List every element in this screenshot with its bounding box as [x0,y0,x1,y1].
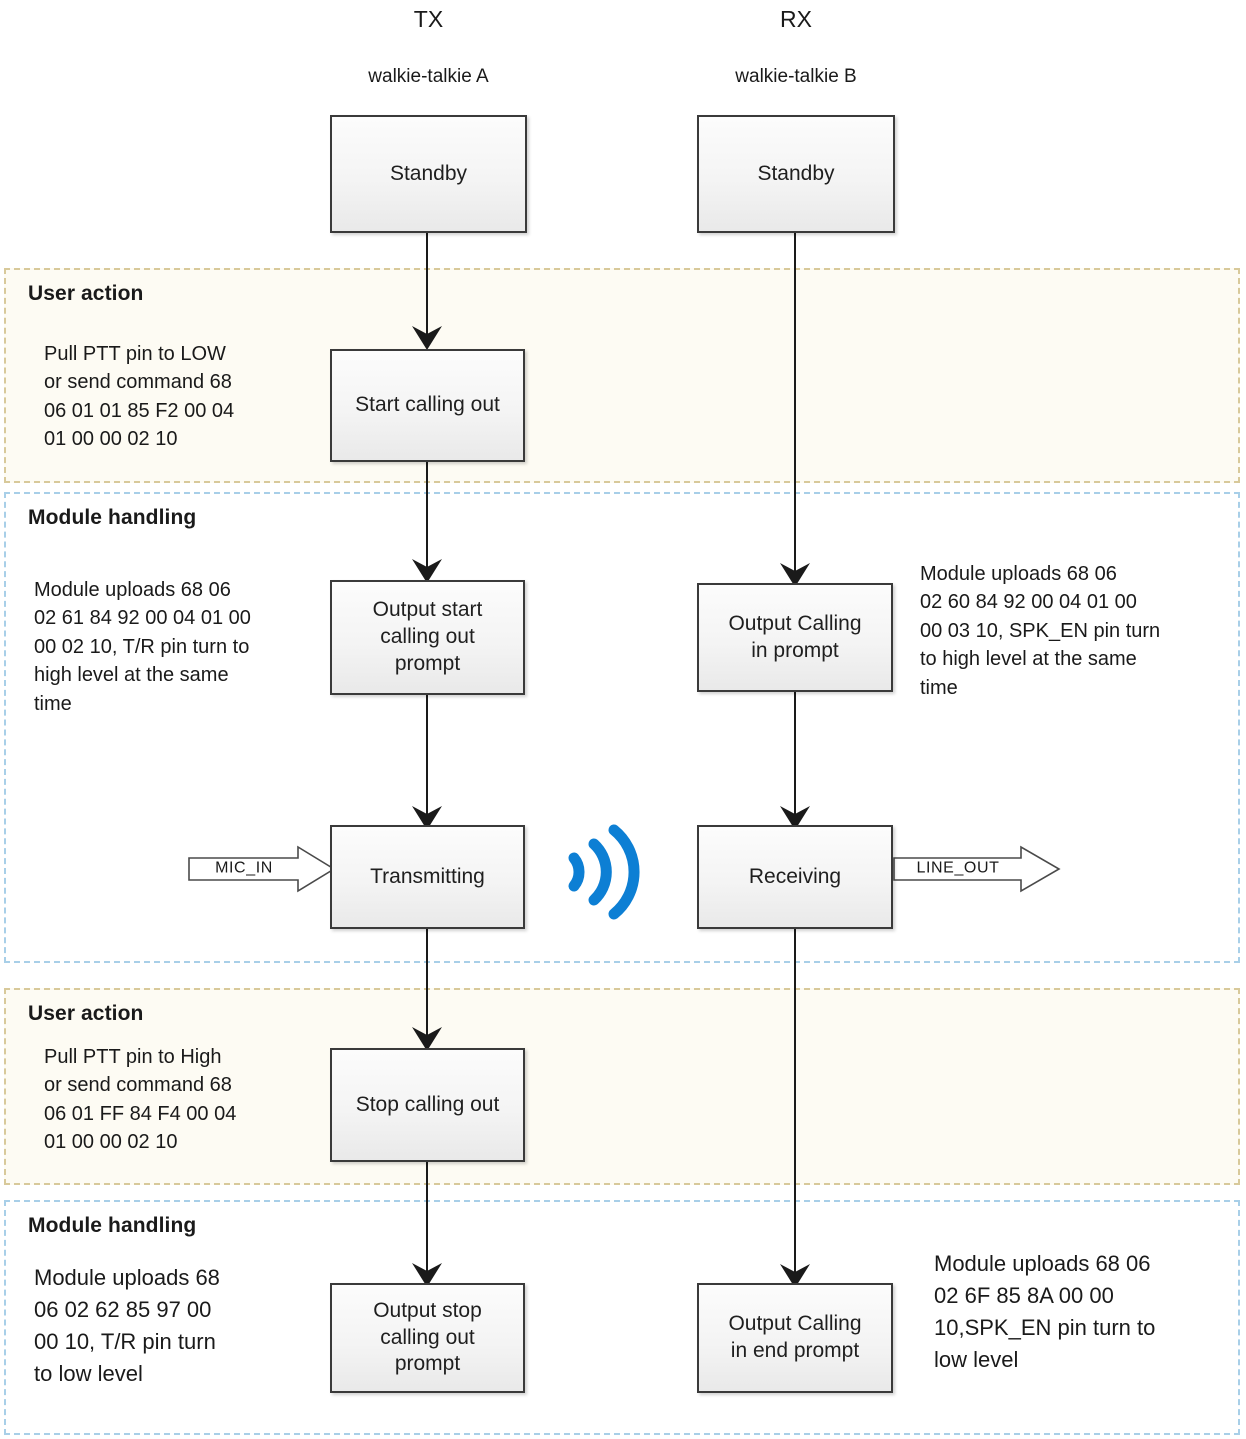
node-tx-output-start-prompt[interactable]: Output start calling out prompt [330,580,525,695]
block-arrow-mic-in: MIC_IN [188,845,336,893]
note-module-handling-2-left: Module uploads 68 06 02 62 85 97 00 00 1… [34,1265,220,1386]
connector-tx-outputstart-to-transmitting [426,695,428,825]
block-arrow-mic-in-label: MIC_IN [215,859,273,877]
band-title-module-handling-2: Module handling [28,1214,197,1237]
note-module-handling-1-left: Module uploads 68 06 02 61 84 92 00 04 0… [34,579,251,715]
node-rx-receiving[interactable]: Receiving [697,825,893,929]
band-module-handling-2: Module handling [4,1200,1240,1435]
connector-tx-standby-to-start [426,233,428,345]
band-title-module-handling-1: Module handling [28,506,197,529]
node-tx-stop-calling-out[interactable]: Stop calling out [330,1048,525,1162]
note-user-action-1: Pull PTT pin to LOW or send command 68 0… [44,343,235,451]
node-tx-output-stop-prompt[interactable]: Output stop calling out prompt [330,1283,525,1393]
node-tx-standby[interactable]: Standby [330,115,527,233]
connector-tx-transmitting-to-stop [426,929,428,1047]
block-arrow-line-out-label: LINE_OUT [916,859,1000,877]
connector-tx-start-to-outputstart [426,462,428,578]
band-title-user-action-2: User action [28,1002,144,1025]
note-module-handling-2-right: Module uploads 68 06 02 6F 85 8A 00 00 1… [934,1251,1156,1372]
band-module-handling-1: Module handling [4,492,1240,963]
band-title-user-action-1: User action [28,282,144,305]
column-subtitle-rx: walkie-talkie B [735,66,857,87]
node-tx-transmitting[interactable]: Transmitting [330,825,525,929]
node-rx-output-calling-in-prompt[interactable]: Output Calling in prompt [697,583,893,692]
column-subtitle-tx: walkie-talkie A [368,66,489,87]
connector-rx-receiving-to-callingend [794,929,796,1283]
node-rx-standby[interactable]: Standby [697,115,895,233]
note-module-handling-1-right: Module uploads 68 06 02 60 84 92 00 04 0… [920,563,1161,699]
connector-rx-callingin-to-receiving [794,692,796,825]
band-user-action-1: User action [4,268,1240,483]
block-arrow-line-out: LINE_OUT [893,845,1061,893]
node-tx-start-calling-out[interactable]: Start calling out [330,349,525,462]
node-rx-output-calling-in-end-prompt[interactable]: Output Calling in end prompt [697,1283,893,1393]
column-header-tx: TX [413,6,444,32]
column-header-rx: RX [780,6,812,32]
rf-signal-wave-icon [558,822,640,922]
connector-tx-stop-to-outputstop [426,1162,428,1282]
band-user-action-2: User action [4,988,1240,1185]
note-user-action-2: Pull PTT pin to High or send command 68 … [44,1046,237,1154]
connector-rx-standby-to-callingin [794,233,796,581]
